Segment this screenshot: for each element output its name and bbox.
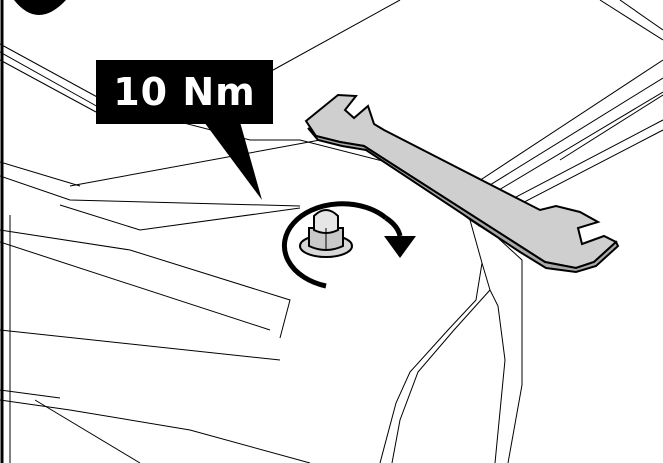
left-frame-edge bbox=[0, 0, 11, 463]
torque-value-label: 10 Nm bbox=[96, 60, 273, 124]
callout-pointer bbox=[204, 122, 262, 200]
hex-nut-icon bbox=[299, 209, 353, 258]
rotation-arrow-icon bbox=[281, 201, 416, 289]
step-number-badge bbox=[14, 0, 66, 15]
wrench-icon bbox=[304, 93, 620, 274]
